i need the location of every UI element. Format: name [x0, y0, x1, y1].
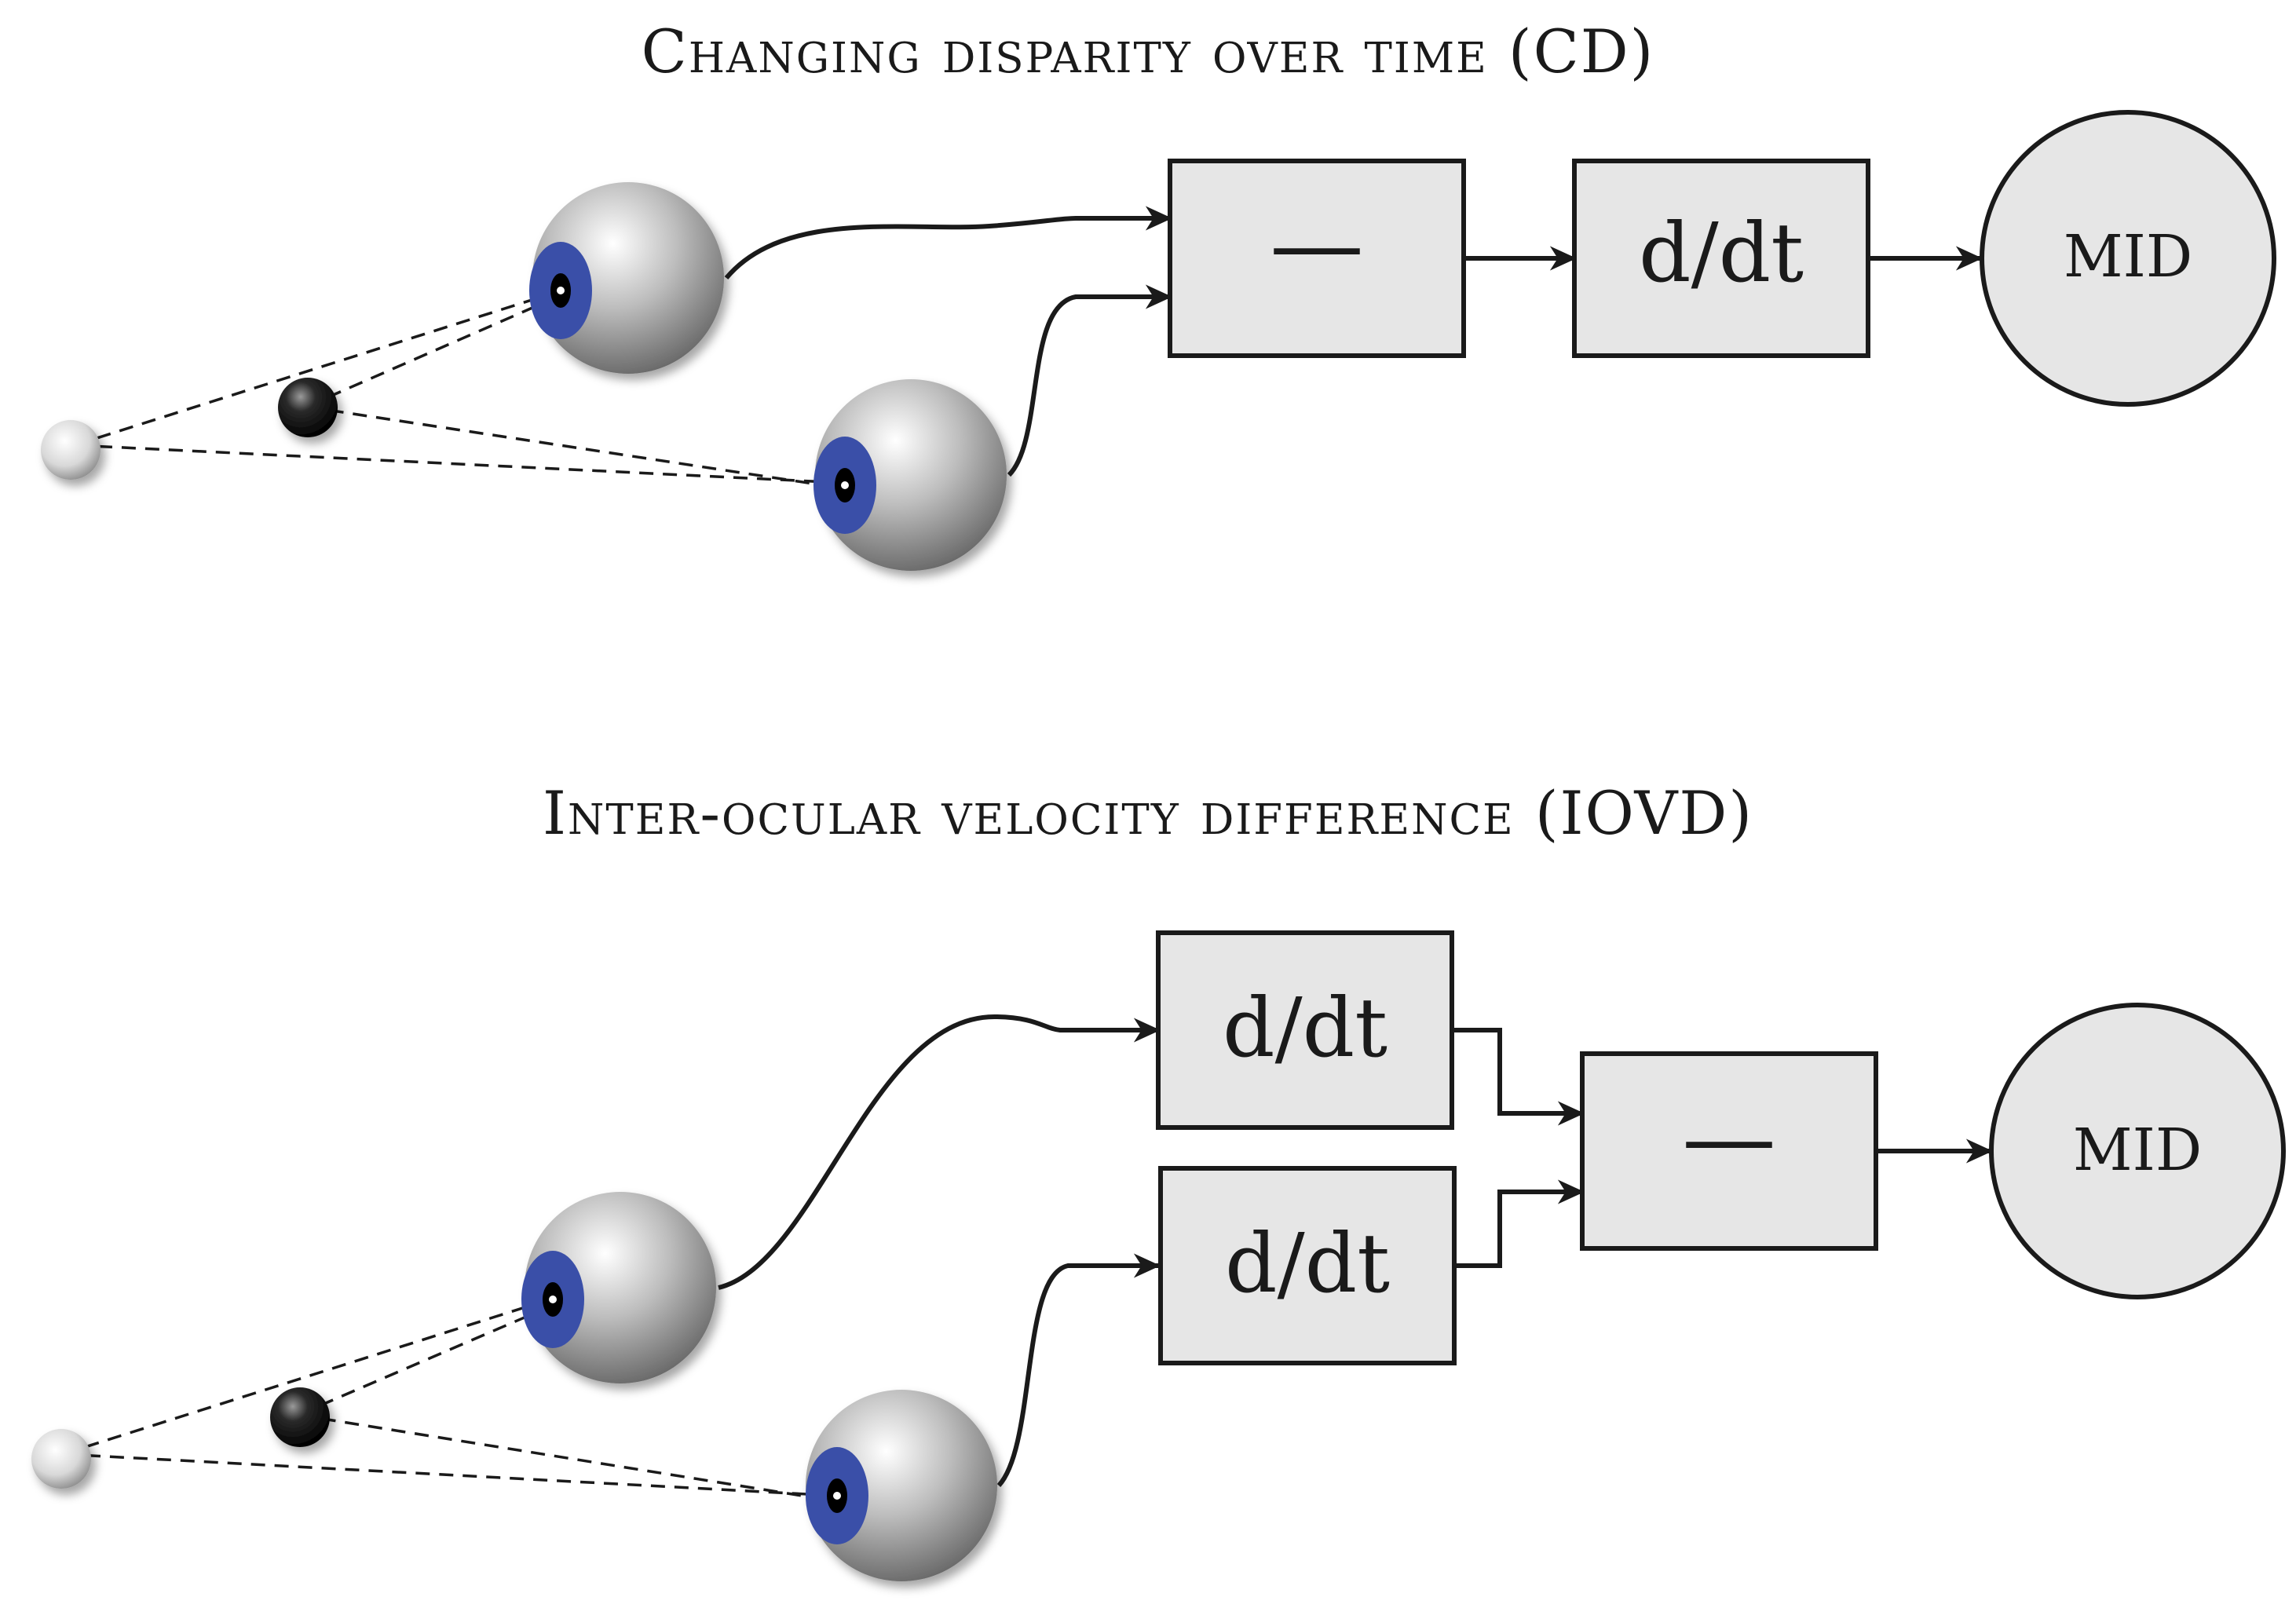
- subtract-label-iovd: —: [1682, 1084, 1776, 1193]
- wire-upper-eye-to-subtract: [724, 206, 1172, 280]
- panel-title-cd: Changing disparity over time (CD): [642, 16, 1655, 86]
- far-sphere-icon: [31, 1429, 91, 1489]
- derivative-label-upper-iovd: d/dt: [1223, 980, 1387, 1076]
- eyeball-icon: [529, 182, 724, 374]
- wire-upper-eye-to-derivative: [718, 1014, 1161, 1290]
- mid-node-cd: [1980, 110, 2276, 407]
- mid-label-cd: MID: [2064, 223, 2192, 291]
- panel-title-iovd: Inter-ocular velocity difference (IOVD): [543, 778, 1753, 848]
- near-sphere-icon: [278, 378, 338, 437]
- derivative-label-cd: d/dt: [1639, 205, 1804, 301]
- sight-lines-iovd: [62, 1298, 837, 1503]
- eyeball-icon: [521, 1192, 716, 1383]
- wire-lower-derivative-to-subtract: [1454, 1179, 1585, 1268]
- derivative-box-lower-iovd: [1158, 1166, 1457, 1365]
- eyeball-icon: [813, 379, 1007, 571]
- wire-lower-eye-to-subtract: [1007, 284, 1172, 477]
- mid-node-iovd: [1989, 1003, 2286, 1299]
- subtract-box-iovd: [1580, 1051, 1878, 1251]
- near-sphere-icon: [270, 1387, 330, 1447]
- panel-cd: Changing disparity over time (CD): [41, 16, 2276, 571]
- far-sphere-icon: [41, 420, 101, 480]
- wire-lower-eye-to-derivative: [996, 1253, 1161, 1488]
- mid-label-iovd: MID: [2073, 1116, 2202, 1184]
- subtract-label-cd: —: [1270, 190, 1364, 299]
- sight-lines-cd: [74, 289, 845, 490]
- eyeball-icon: [806, 1390, 997, 1581]
- derivative-label-lower-iovd: d/dt: [1225, 1215, 1390, 1311]
- derivative-box-cd: [1572, 159, 1870, 358]
- wire-upper-derivative-to-subtract: [1452, 1028, 1585, 1126]
- panel-iovd: Inter-ocular velocity difference (IOVD): [31, 778, 2286, 1581]
